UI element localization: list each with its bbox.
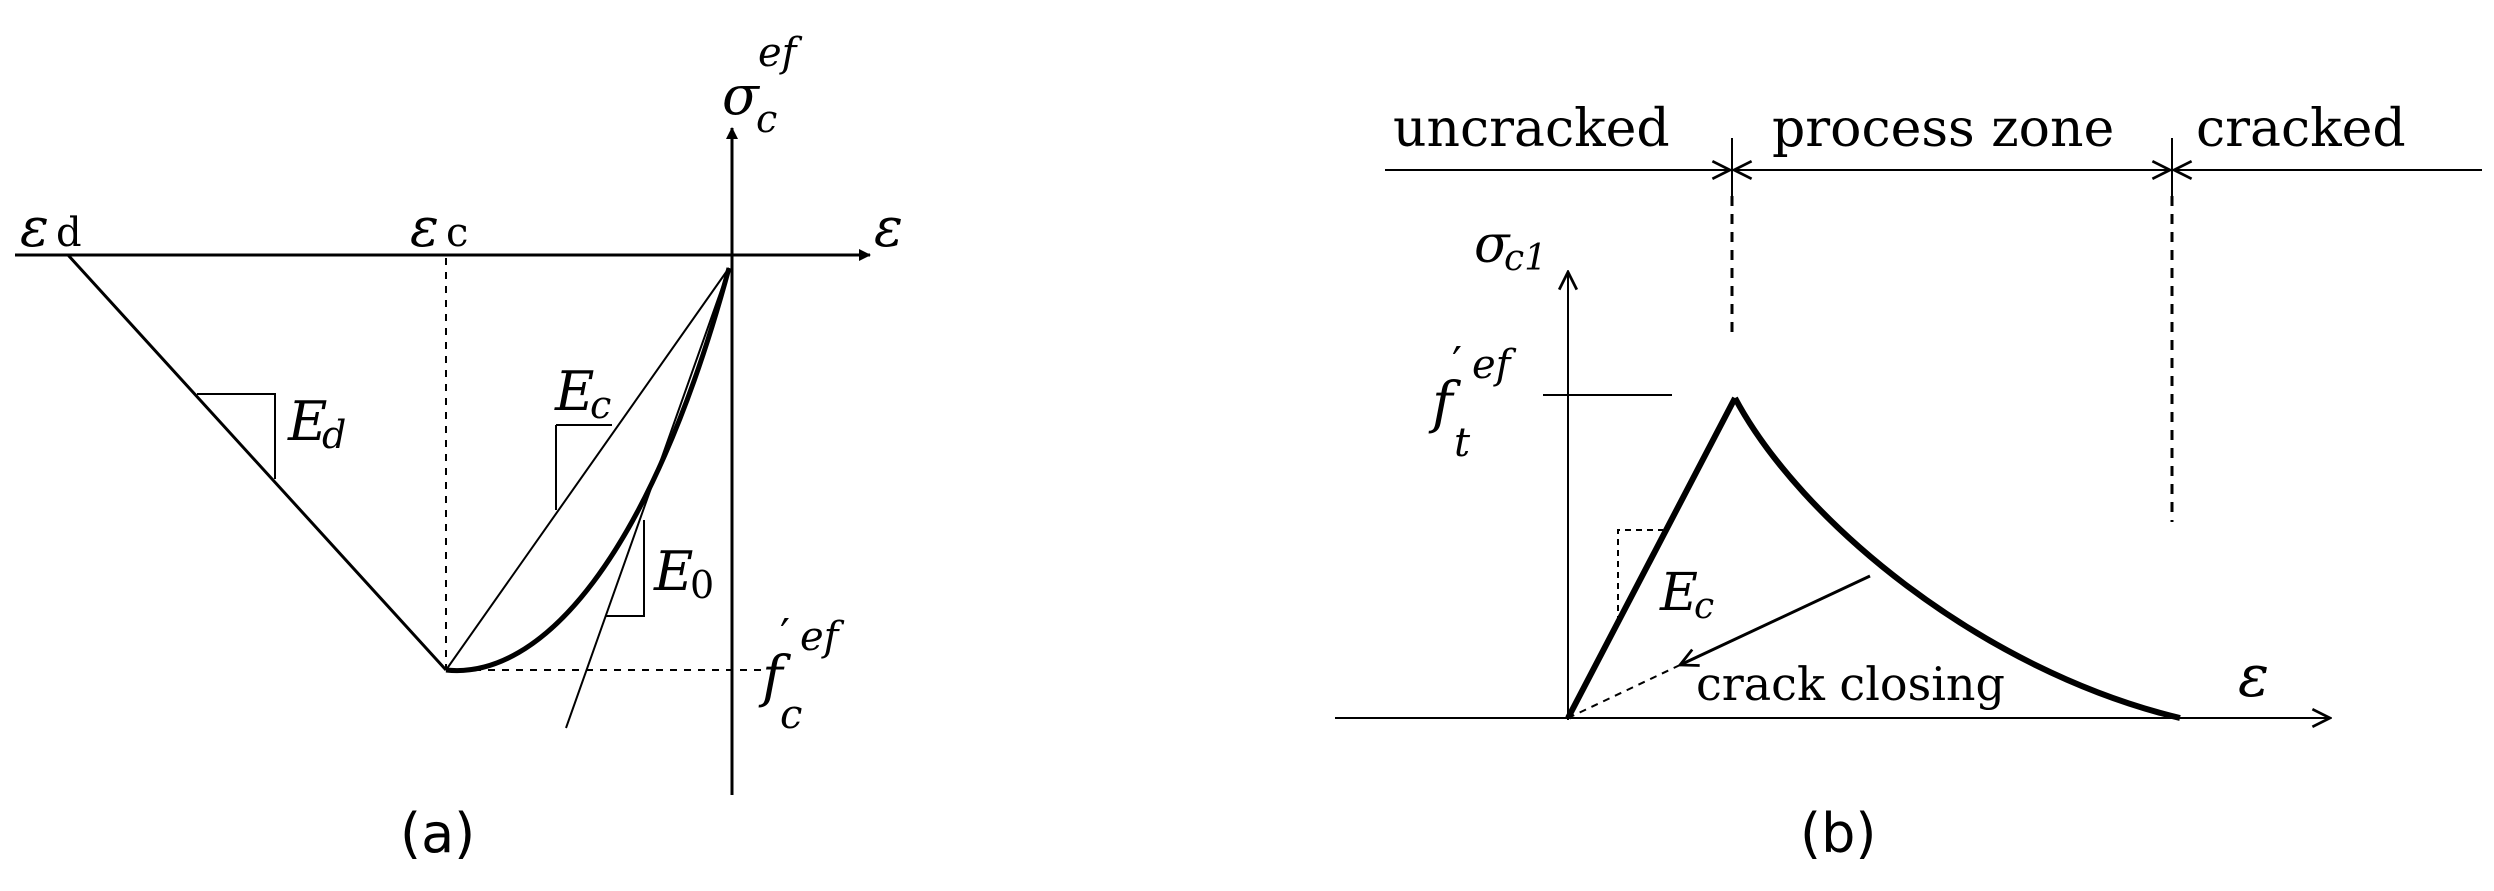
a-ed-label: E bbox=[287, 390, 327, 453]
panel-b: uncracked process zone cracked σ c1 ε f … bbox=[1335, 99, 2482, 865]
a-secant-line bbox=[445, 267, 730, 671]
b-y-axis-label: σ bbox=[1474, 215, 1511, 275]
a-e0-sub: 0 bbox=[690, 563, 714, 607]
a-fc-sup: ef bbox=[800, 614, 845, 660]
a-e0-label: E bbox=[653, 540, 693, 603]
a-ed-slope-triangle bbox=[197, 393, 276, 479]
b-ft-sub: t bbox=[1454, 420, 1471, 466]
b-zone-uncracked: uncracked bbox=[1393, 99, 1670, 159]
b-ft-sup: ef bbox=[1472, 342, 1517, 388]
a-fc-prime: ′ bbox=[780, 610, 790, 661]
a-fc-sub: c bbox=[780, 692, 802, 738]
a-e0-slope-box bbox=[606, 520, 645, 617]
a-caption: (a) bbox=[400, 802, 475, 865]
a-eps-d-label: ε bbox=[20, 196, 49, 259]
a-y-axis-label: σ bbox=[722, 64, 761, 127]
a-ec-sub: c bbox=[590, 383, 611, 427]
a-y-axis-sup: ef bbox=[758, 30, 803, 76]
b-ec-label: E bbox=[1659, 563, 1698, 623]
a-x-axis-label: ε bbox=[874, 196, 903, 259]
b-ec-sub: c bbox=[1694, 586, 1714, 627]
b-caption: (b) bbox=[1800, 802, 1876, 865]
b-zone-cracked: cracked bbox=[2196, 99, 2406, 159]
a-eps-c-sub: c bbox=[446, 210, 468, 256]
a-y-axis-sub: c bbox=[756, 97, 777, 141]
b-y-axis-sub: c1 bbox=[1504, 238, 1547, 279]
panel-a: σ c ef ε ε d ε c E d E c E 0 f ′ ef c (a… bbox=[15, 30, 903, 865]
a-eps-c-label: ε bbox=[410, 196, 439, 259]
b-loading-line bbox=[1565, 396, 1738, 720]
b-softening-curve bbox=[1732, 396, 2181, 721]
a-eps-d-sub: d bbox=[56, 210, 82, 256]
b-crack-closing-label: crack closing bbox=[1696, 657, 2005, 711]
b-ec-slope-box bbox=[1617, 529, 1663, 622]
a-ed-sub: d bbox=[322, 413, 346, 457]
b-crack-closing-line bbox=[1680, 574, 1871, 665]
a-stress-strain-curve bbox=[445, 267, 732, 674]
b-zone-process: process zone bbox=[1772, 99, 2114, 159]
b-x-axis-label: ε bbox=[2238, 642, 2269, 710]
b-ft-prime: ′ bbox=[1452, 338, 1462, 389]
a-unloading-line bbox=[66, 253, 448, 672]
a-ec-label: E bbox=[554, 360, 594, 423]
